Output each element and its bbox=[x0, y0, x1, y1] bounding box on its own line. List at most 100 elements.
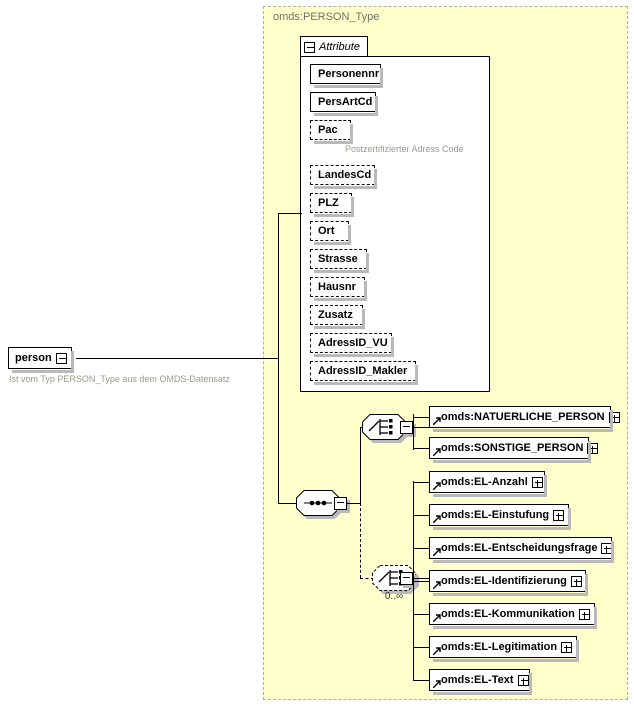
element-reference-arrow-icon bbox=[433, 482, 441, 490]
box-shadow bbox=[71, 351, 74, 371]
plus-icon[interactable] bbox=[570, 575, 582, 587]
box-shadow bbox=[568, 508, 571, 528]
box-shadow bbox=[314, 214, 354, 217]
attribute-group-label: Attribute bbox=[319, 41, 360, 53]
connector-to-attribute-group bbox=[278, 213, 302, 214]
attribute-label: Hausnr bbox=[318, 281, 356, 293]
minus-shadow bbox=[413, 424, 416, 437]
box-shadow bbox=[433, 527, 571, 530]
element-ref-1-el-choice[interactable]: omds:EL-Einstufung bbox=[429, 504, 571, 530]
attribute-annotation: Postzertifizierter Adress Code bbox=[345, 144, 464, 154]
complex-type-title: omds:PERSON_Type bbox=[273, 11, 380, 23]
element-label: omds:EL-Legitimation bbox=[441, 641, 558, 653]
attribute-label: Ort bbox=[318, 225, 335, 237]
element-ref-4-el-choice[interactable]: omds:EL-Kommunikation bbox=[429, 603, 597, 629]
box-shadow bbox=[314, 242, 351, 245]
box-shadow bbox=[362, 309, 365, 327]
plus-icon[interactable] bbox=[517, 674, 529, 686]
connector-stub bbox=[413, 581, 429, 582]
attribute-zusatz[interactable]: Zusatz bbox=[310, 305, 365, 329]
minus-icon-sequence[interactable] bbox=[334, 497, 347, 513]
box-shadow bbox=[380, 68, 383, 86]
cardinality-label-choice-el: 0..∞ bbox=[384, 591, 404, 602]
box-shadow bbox=[391, 337, 394, 355]
box-shadow bbox=[350, 124, 353, 142]
box-shadow bbox=[433, 460, 591, 463]
attribute-label: AdressID_Makler bbox=[318, 365, 408, 377]
attribute-group-tab[interactable]: Attribute bbox=[300, 36, 368, 57]
element-ref-0-el-choice[interactable]: omds:EL-Anzahl bbox=[429, 471, 547, 497]
attribute-personennr[interactable]: Personennr bbox=[310, 64, 383, 88]
element-label: omds:EL-Einstufung bbox=[441, 509, 550, 521]
connector-stub bbox=[413, 680, 429, 681]
attribute-pac[interactable]: Pac bbox=[310, 120, 353, 144]
element-reference-arrow-icon bbox=[433, 448, 441, 456]
plus-icon[interactable] bbox=[561, 641, 573, 653]
box-shadow bbox=[594, 607, 597, 627]
element-ref-1-person-choice[interactable]: omds:SONSTIGE_PERSON bbox=[429, 437, 599, 463]
minus-icon-person[interactable] bbox=[55, 352, 67, 364]
element-reference-arrow-icon bbox=[433, 680, 441, 688]
attribute-persartcd[interactable]: PersArtCd bbox=[310, 92, 378, 116]
box-shadow bbox=[610, 410, 613, 430]
minus-glyph bbox=[334, 497, 347, 510]
minus-icon-choice-person[interactable] bbox=[400, 421, 413, 437]
element-ref-0-person-choice[interactable]: omds:NATUERLICHE_PERSON bbox=[429, 406, 620, 432]
connector-stub bbox=[413, 515, 429, 516]
attribute-strasse[interactable]: Strasse bbox=[310, 249, 369, 273]
connector-stub bbox=[413, 417, 429, 418]
minus-icon-attribute-group[interactable] bbox=[304, 41, 315, 53]
attribute-ort[interactable]: Ort bbox=[310, 221, 351, 245]
box-shadow bbox=[374, 169, 377, 187]
attribute-landescd[interactable]: LandesCd bbox=[310, 165, 377, 189]
box-shadow bbox=[314, 85, 383, 88]
box-shadow bbox=[433, 560, 614, 563]
connector-to-sequence bbox=[278, 503, 298, 504]
attribute-label: Strasse bbox=[318, 253, 358, 265]
box-shadow bbox=[348, 225, 351, 243]
connector-stub bbox=[413, 548, 429, 549]
box-shadow bbox=[314, 326, 365, 329]
box-shadow bbox=[314, 113, 378, 116]
element-label: omds:EL-Anzahl bbox=[441, 476, 528, 488]
box-shadow bbox=[314, 270, 369, 273]
plus-icon[interactable] bbox=[553, 509, 565, 521]
element-ref-6-el-choice[interactable]: omds:EL-Text bbox=[429, 669, 532, 695]
box-shadow bbox=[375, 96, 378, 114]
attribute-hausnr[interactable]: Hausnr bbox=[310, 277, 367, 301]
element-label: omds:EL-Identifizierung bbox=[441, 575, 567, 587]
box-shadow bbox=[529, 673, 532, 693]
attribute-label: LandesCd bbox=[318, 169, 372, 181]
element-ref-2-el-choice[interactable]: omds:EL-Entscheidungsfrage bbox=[429, 537, 614, 563]
minus-shadow bbox=[403, 585, 416, 588]
attribute-label: AdressID_VU bbox=[318, 337, 388, 349]
box-shadow bbox=[611, 541, 614, 561]
minus-shadow bbox=[403, 434, 416, 437]
box-shadow bbox=[366, 253, 369, 271]
element-ref-3-el-choice[interactable]: omds:EL-Identifizierung bbox=[429, 570, 588, 596]
plus-icon[interactable] bbox=[587, 442, 599, 454]
box-shadow bbox=[585, 574, 588, 594]
box-shadow bbox=[314, 186, 377, 189]
box-shadow bbox=[12, 370, 74, 373]
attribute-adressid_makler[interactable]: AdressID_Makler bbox=[310, 361, 418, 385]
box-shadow bbox=[314, 354, 394, 357]
attribute-adressid_vu[interactable]: AdressID_VU bbox=[310, 333, 394, 357]
element-ref-5-el-choice[interactable]: omds:EL-Legitimation bbox=[429, 636, 579, 662]
compositor-choice-person[interactable] bbox=[362, 414, 409, 443]
minus-glyph bbox=[400, 421, 413, 434]
plus-icon[interactable] bbox=[578, 608, 590, 620]
connector-stub bbox=[413, 448, 429, 449]
element-reference-arrow-icon bbox=[433, 417, 441, 425]
element-reference-arrow-icon bbox=[433, 614, 441, 622]
plus-icon[interactable] bbox=[531, 476, 543, 488]
element-reference-arrow-icon bbox=[433, 647, 441, 655]
attribute-plz[interactable]: PLZ bbox=[310, 193, 354, 217]
element-label: omds:SONSTIGE_PERSON bbox=[441, 442, 584, 454]
attribute-label: Zusatz bbox=[318, 309, 353, 321]
connector-choice-person-out bbox=[413, 427, 429, 428]
minus-icon-choice-el[interactable] bbox=[400, 572, 413, 588]
plus-icon[interactable] bbox=[608, 411, 620, 423]
element-person[interactable]: person bbox=[8, 347, 74, 373]
attribute-label: PersArtCd bbox=[318, 96, 373, 108]
